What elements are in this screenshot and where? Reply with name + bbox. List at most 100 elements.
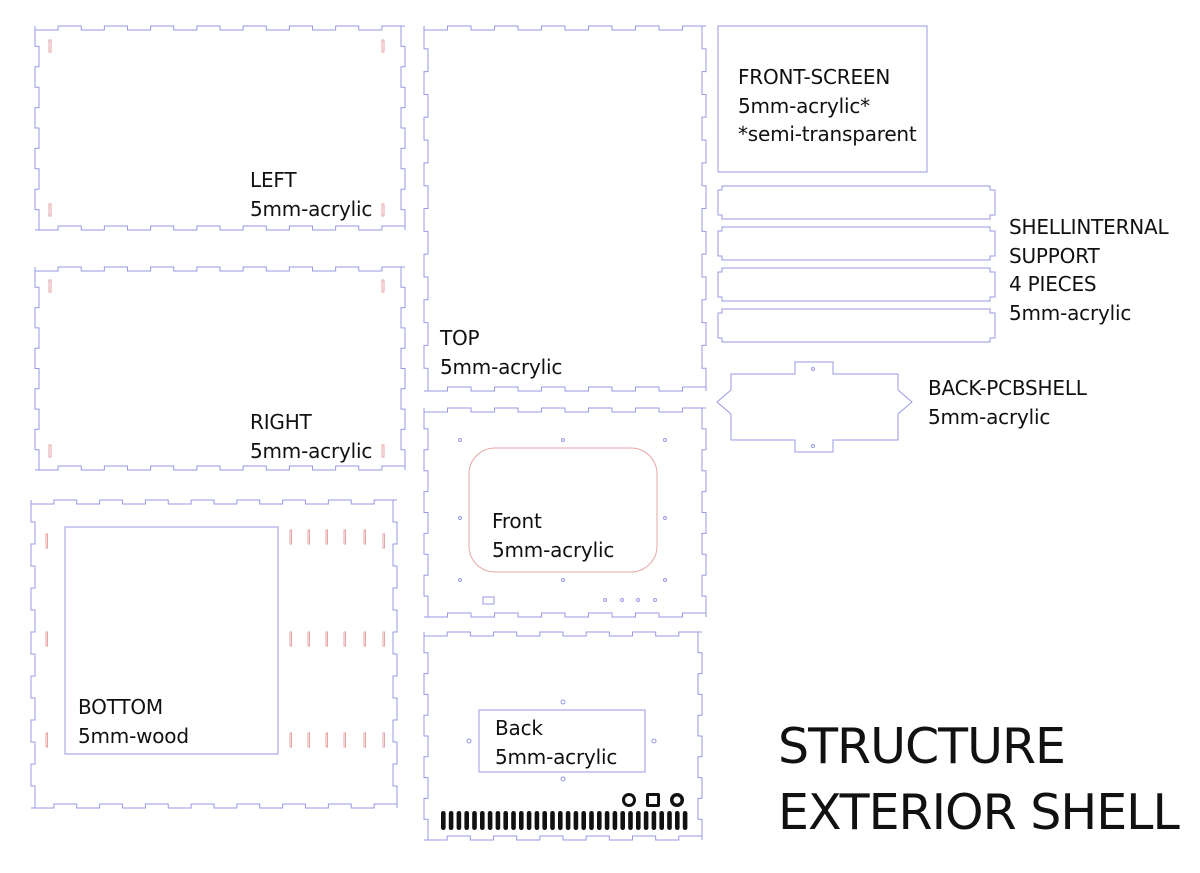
back-panel-vent-slot	[503, 811, 508, 830]
shell-internal-label: SHELLINTERNAL SUPPORT 4 PIECES 5mm-acryl…	[1009, 213, 1169, 327]
bottom-panel-material: 5mm-wood	[78, 723, 189, 748]
top-panel-label: TOP 5mm-acrylic	[440, 324, 562, 381]
shell-internal-count: 4 PIECES	[1009, 272, 1097, 296]
left-panel-slot	[381, 39, 385, 53]
right-panel-outline	[34, 266, 406, 471]
back-panel-connector	[649, 796, 657, 804]
back-panel-vent-slot	[667, 811, 672, 830]
back-panel-vent-slot	[542, 811, 547, 830]
back-panel-material: 5mm-acrylic	[495, 744, 618, 769]
back-pcb-hole	[811, 444, 815, 448]
back-panel-vent-slot	[659, 811, 664, 830]
back-panel-vent-slot	[581, 811, 586, 830]
bottom-panel-slot	[382, 732, 385, 748]
bottom-panel-slot	[382, 631, 385, 647]
bottom-panel-slot	[45, 631, 48, 647]
bottom-panel-slot	[307, 631, 310, 647]
back-panel-vent-slot	[456, 811, 462, 830]
front-screen-outline	[717, 25, 928, 173]
shell-internal-strip	[717, 267, 996, 302]
front-panel-hole	[663, 578, 667, 582]
bottom-panel-slot	[307, 732, 310, 748]
back-panel-hole	[651, 738, 657, 744]
bottom-panel-slot	[289, 631, 292, 647]
back-panel-outline	[423, 631, 703, 841]
bottom-panel-slot	[45, 732, 48, 748]
back-panel-vent-slot	[550, 811, 555, 830]
back-panel-vent-slot	[511, 811, 516, 830]
left-panel-label: LEFT 5mm-acrylic	[250, 166, 372, 223]
bottom-panel-slot	[325, 631, 328, 647]
back-panel-vent-slot	[573, 811, 579, 830]
left-panel-slot	[48, 203, 52, 217]
shell-internal-strip	[717, 308, 996, 343]
front-screen-name: FRONT-SCREEN	[738, 65, 891, 89]
back-panel-vent-slot	[643, 811, 649, 830]
bottom-panel-slot	[363, 732, 366, 748]
bottom-panel-label: BOTTOM 5mm-wood	[78, 693, 189, 750]
shell-internal-name: SHELLINTERNAL	[1009, 215, 1169, 239]
front-screen-label: FRONT-SCREEN 5mm-acrylic* *semi-transpar…	[738, 63, 917, 149]
front-panel-screen-window	[468, 447, 658, 573]
sheet-title: STRUCTURE EXTERIOR SHELL	[778, 714, 1180, 846]
top-panel-material: 5mm-acrylic	[440, 354, 563, 379]
back-panel-vent-slot	[636, 811, 641, 830]
sheet-title-line1: STRUCTURE	[778, 718, 1066, 775]
back-panel-vent-slot	[675, 811, 680, 830]
back-panel-vent-slot	[565, 811, 571, 830]
front-panel-port	[482, 596, 495, 605]
bottom-panel-slot	[289, 529, 292, 545]
bottom-panel-slot	[343, 529, 346, 545]
front-panel-outline	[423, 407, 707, 618]
back-panel-cutout	[478, 709, 646, 773]
back-panel-connector	[673, 796, 681, 804]
front-screen-material: 5mm-acrylic*	[738, 93, 870, 118]
bottom-panel-slot	[343, 732, 346, 748]
right-panel-slot	[381, 444, 385, 458]
bottom-panel-slot	[325, 732, 328, 748]
back-pcb-hole	[811, 367, 815, 371]
back-panel-vent-slot	[526, 811, 532, 830]
back-panel-vent-slot	[487, 811, 493, 830]
back-panel-vent-slot	[589, 811, 594, 830]
back-panel-vent-slot	[480, 811, 485, 830]
front-panel-material: 5mm-acrylic	[492, 537, 615, 562]
back-panel-vent-slot	[519, 811, 524, 830]
shell-internal-strip	[717, 226, 996, 261]
right-panel-slot	[381, 279, 385, 293]
bottom-panel-slot	[343, 631, 346, 647]
back-pcb-name: BACK-PCBSHELL	[928, 376, 1087, 400]
left-panel-outline	[34, 25, 406, 231]
right-panel-label: RIGHT 5mm-acrylic	[250, 408, 372, 465]
front-panel-hole	[561, 578, 565, 582]
back-panel-vent-slot	[472, 811, 477, 830]
shell-internal-strip	[717, 185, 996, 220]
right-panel-slot	[48, 444, 52, 458]
bottom-panel-slot	[382, 533, 385, 549]
bottom-panel-cutout	[64, 526, 279, 755]
bottom-panel-slot	[307, 529, 310, 545]
left-panel-material: 5mm-acrylic	[250, 196, 373, 221]
front-panel-hole	[561, 438, 565, 442]
left-panel-slot	[48, 39, 52, 53]
right-panel-slot	[48, 279, 52, 293]
front-panel-hole	[653, 598, 657, 602]
back-panel-name: Back	[495, 716, 543, 740]
back-panel-vent-slot	[604, 811, 610, 830]
front-panel-hole	[458, 438, 462, 442]
back-panel-vent-slot	[495, 811, 501, 830]
bottom-panel-slot	[363, 529, 366, 545]
back-panel-label: Back 5mm-acrylic	[495, 714, 617, 771]
bottom-panel-slot	[289, 732, 292, 748]
front-panel-hole	[458, 516, 462, 520]
back-pcb-label: BACK-PCBSHELL 5mm-acrylic	[928, 374, 1087, 431]
back-panel-vent-slot	[597, 811, 602, 830]
right-panel-name: RIGHT	[250, 410, 312, 434]
front-screen-note: *semi-transparent	[738, 122, 917, 146]
back-panel-hole	[466, 738, 472, 744]
bottom-panel-slot	[325, 529, 328, 545]
back-pcb-outline	[716, 361, 913, 453]
bottom-panel-outline	[30, 499, 398, 809]
top-panel-name: TOP	[440, 326, 480, 350]
